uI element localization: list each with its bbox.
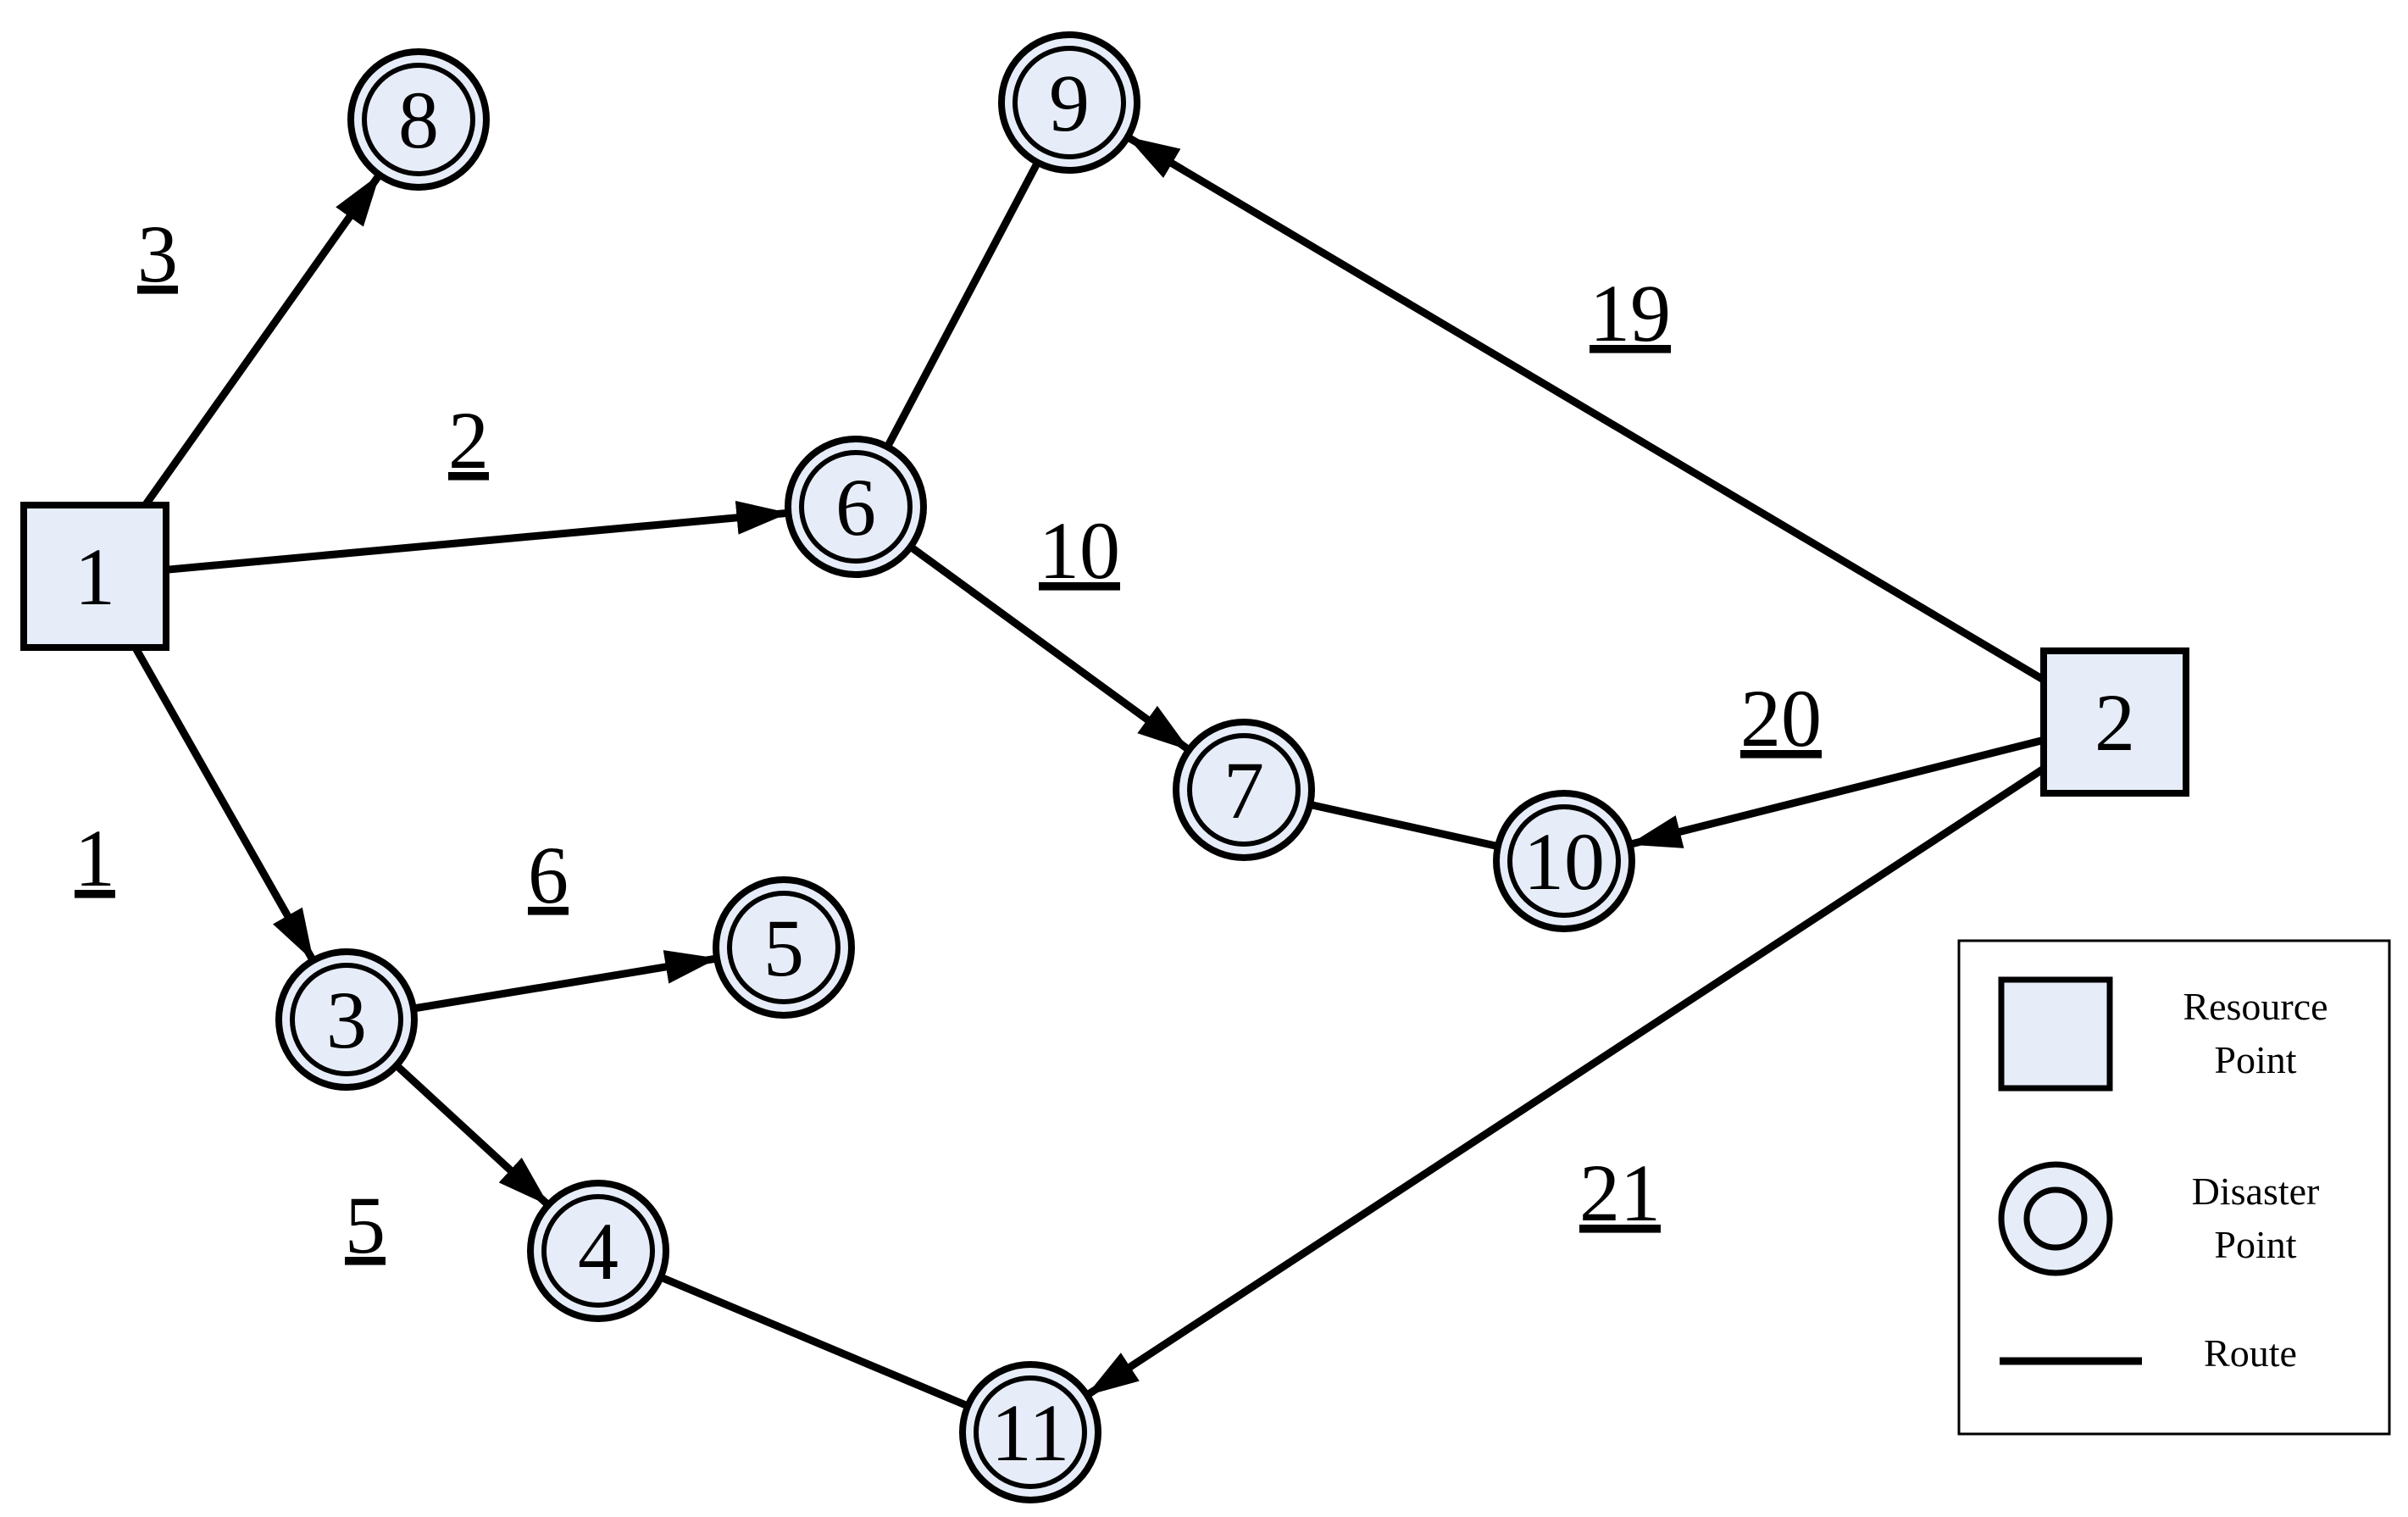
edge-label-1-3: 1 xyxy=(75,813,115,903)
edge-label-2-10: 20 xyxy=(1740,673,1822,764)
node-label-11: 11 xyxy=(991,1387,1069,1478)
disaster-point-3: 3 xyxy=(275,948,418,1091)
node-label-3: 3 xyxy=(326,975,367,1065)
route-edge-2-10 xyxy=(1628,736,2045,848)
node-label-1: 1 xyxy=(75,531,115,622)
disaster-point-4: 4 xyxy=(527,1180,669,1322)
route-edge-3-5 xyxy=(413,950,719,1013)
route-edge-2-9 xyxy=(1126,134,2046,684)
route-edge-3-4 xyxy=(393,1062,550,1207)
disaster-point-11: 11 xyxy=(959,1361,1101,1503)
legend-route-label: Route xyxy=(2204,1331,2297,1375)
route-edge-7-10 xyxy=(1309,801,1499,850)
legend-resource-label-line1: Resource xyxy=(2183,985,2328,1028)
node-label-8: 8 xyxy=(398,75,439,165)
legend-resource-label-line2: Point xyxy=(2214,1038,2296,1081)
legend-disaster-label-line2: Point xyxy=(2214,1223,2296,1266)
route-edge-2-11 xyxy=(1086,765,2046,1398)
edge-label-1-6: 2 xyxy=(448,395,489,486)
resource-point-1: 1 xyxy=(20,502,169,651)
disaster-point-10: 10 xyxy=(1493,790,1635,932)
nodes-layer: 1 2 3 4 5 6 7 8 9 10 11 xyxy=(20,31,2189,1503)
legend-disaster-label-line1: Disaster xyxy=(2192,1170,2320,1213)
node-label-6: 6 xyxy=(835,462,876,553)
node-label-7: 7 xyxy=(1223,745,1264,836)
legend: Resource Point Disaster Point Route xyxy=(1957,939,2391,1436)
route-edge-1-3 xyxy=(131,645,316,962)
route-edge-6-9 xyxy=(884,160,1041,449)
route-edge-1-8 xyxy=(141,174,382,508)
edge-label-2-9: 19 xyxy=(1590,268,1671,358)
edge-label-1-8: 3 xyxy=(137,208,178,299)
node-label-10: 10 xyxy=(1523,816,1605,907)
edges-layer xyxy=(131,134,2046,1410)
edge-label-2-11: 21 xyxy=(1579,1147,1661,1238)
node-label-9: 9 xyxy=(1049,58,1090,148)
node-label-5: 5 xyxy=(763,903,804,993)
legend-disaster-inner-ring xyxy=(2023,1186,2088,1251)
legend-resource-square-icon xyxy=(1998,976,2113,1092)
route-edge-6-7 xyxy=(907,543,1190,753)
resource-point-2: 2 xyxy=(2040,647,2189,797)
disaster-point-6: 6 xyxy=(785,436,927,578)
node-label-2: 2 xyxy=(2095,677,2135,768)
edge-label-3-5: 6 xyxy=(528,830,569,920)
node-label-4: 4 xyxy=(578,1206,619,1297)
disaster-point-7: 7 xyxy=(1173,719,1315,861)
disaster-point-9: 9 xyxy=(998,31,1140,174)
edge-label-6-7: 10 xyxy=(1039,505,1120,596)
disaster-point-5: 5 xyxy=(713,876,855,1019)
route-edge-4-11 xyxy=(659,1273,969,1410)
route-edge-1-6 xyxy=(165,500,790,574)
edge-label-3-4: 5 xyxy=(345,1180,386,1270)
disaster-point-8: 8 xyxy=(347,48,490,191)
